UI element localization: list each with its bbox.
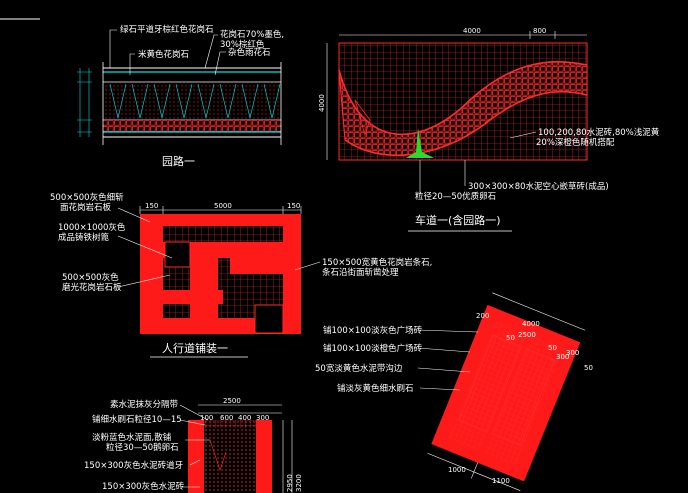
- label-grass-brick: 300×300×80水泥空心嵌草砖(成品): [468, 182, 609, 192]
- label-gray-1: 500×500灰色细斩: [50, 193, 124, 203]
- label-mixed-rain: 杂色雨花石: [228, 48, 271, 58]
- dim-bottom-h1: 2950: [286, 474, 294, 492]
- bottom-section: [179, 404, 293, 493]
- label-brick-150: 150×300灰色水泥砖: [102, 482, 185, 492]
- label-plaza-2: 铺100×100淡橙色广场砖: [323, 344, 423, 354]
- dim-plaza-b: 4000: [522, 320, 540, 328]
- plaza-section: [427, 292, 586, 491]
- title-driveway: 车道一(含园路一): [415, 214, 501, 227]
- dim-plaza-bottom-a: 1000: [448, 466, 466, 474]
- dim-bottom-sub-1: 600: [220, 414, 234, 422]
- dim-plaza-e: 50: [506, 334, 515, 342]
- label-brick-2: 20%深橙色随机搭配: [536, 138, 615, 148]
- garden-path-section: [77, 29, 282, 145]
- label-right-2: 条石沿街面斩凿处理: [322, 268, 399, 278]
- dim-bottom-top: 2500: [223, 397, 241, 405]
- plaza-leaders: [417, 329, 479, 391]
- dim-plaza-f: 50: [548, 344, 557, 352]
- label-pol-2: 磨光花岗岩石板: [62, 283, 122, 293]
- label-mortar: 素水泥抹灰分隔带: [110, 400, 179, 410]
- label-iron-1: 1000×1000灰色: [58, 223, 126, 233]
- dim-driveway-height: 4000: [318, 94, 326, 112]
- dim-bottom-sub-2: 400: [238, 414, 252, 422]
- label-blue-gray-1: 淡粉蓝色水泥面,散铺: [92, 433, 172, 443]
- dim-driveway-offset: 800: [533, 27, 547, 35]
- dim-sidewalk-right: 150: [287, 202, 301, 210]
- label-brick-1: 100,200,80水泥砖,80%浅泥黄: [538, 128, 660, 138]
- dim-plaza-h: 50: [584, 364, 593, 372]
- dim-plaza-a: 200: [476, 312, 490, 320]
- label-right-1: 150×500宽黄色花岗岩条石,: [322, 258, 433, 268]
- label-curb-150: 150×300灰色水泥砖道牙: [84, 461, 184, 471]
- dim-bottom-h2: 3200: [295, 474, 303, 492]
- label-rice-yellow: 米黄色花岗石: [138, 50, 190, 60]
- dim-plaza-g: 300: [566, 349, 580, 357]
- label-pebble: 粒径20—50优质卵石: [415, 192, 497, 202]
- label-gray-2: 面花岗岩石板: [60, 203, 112, 213]
- label-iron-2: 成品铸铁树篦: [58, 233, 110, 243]
- dim-driveway-width: 4000: [463, 27, 481, 35]
- label-terrazzo-plaza: 铺淡灰黄色细水刷石: [337, 384, 414, 394]
- dim-bottom-sub-3: 300: [256, 414, 270, 422]
- title-garden-path: 园路一: [162, 155, 195, 168]
- dim-sidewalk-left: 150: [145, 202, 159, 210]
- label-drain: 50宽淡黄色水泥带沟边: [315, 364, 403, 374]
- label-blue-gray-2: 粒径30—50鹅卵石: [106, 443, 179, 453]
- label-pol-1: 500×500灰色: [62, 273, 119, 283]
- label-plaza-1: 铺100×100淡灰色广场砖: [323, 326, 423, 336]
- title-sidewalk: 人行道铺装一: [162, 342, 228, 355]
- driveway-section: [326, 31, 588, 232]
- dim-plaza-bottom-b: 1100: [492, 477, 510, 485]
- dim-plaza-d: 300: [556, 353, 570, 361]
- dim-plaza-c: 2500: [518, 331, 536, 339]
- label-granite-mix-1: 花岗石70%墨色,: [220, 30, 285, 40]
- dim-sidewalk-middle: 5000: [214, 202, 232, 210]
- dim-bottom-sub-0: 100: [200, 414, 214, 422]
- label-terrazzo-bottom: 铺细水刷石粒径10—15: [92, 415, 182, 425]
- label-granite-mix-2: 30%棕红色: [220, 40, 265, 50]
- sidewalk-section: [117, 206, 321, 358]
- label-curb: 绿石平道牙棕红色花岗石: [120, 25, 214, 35]
